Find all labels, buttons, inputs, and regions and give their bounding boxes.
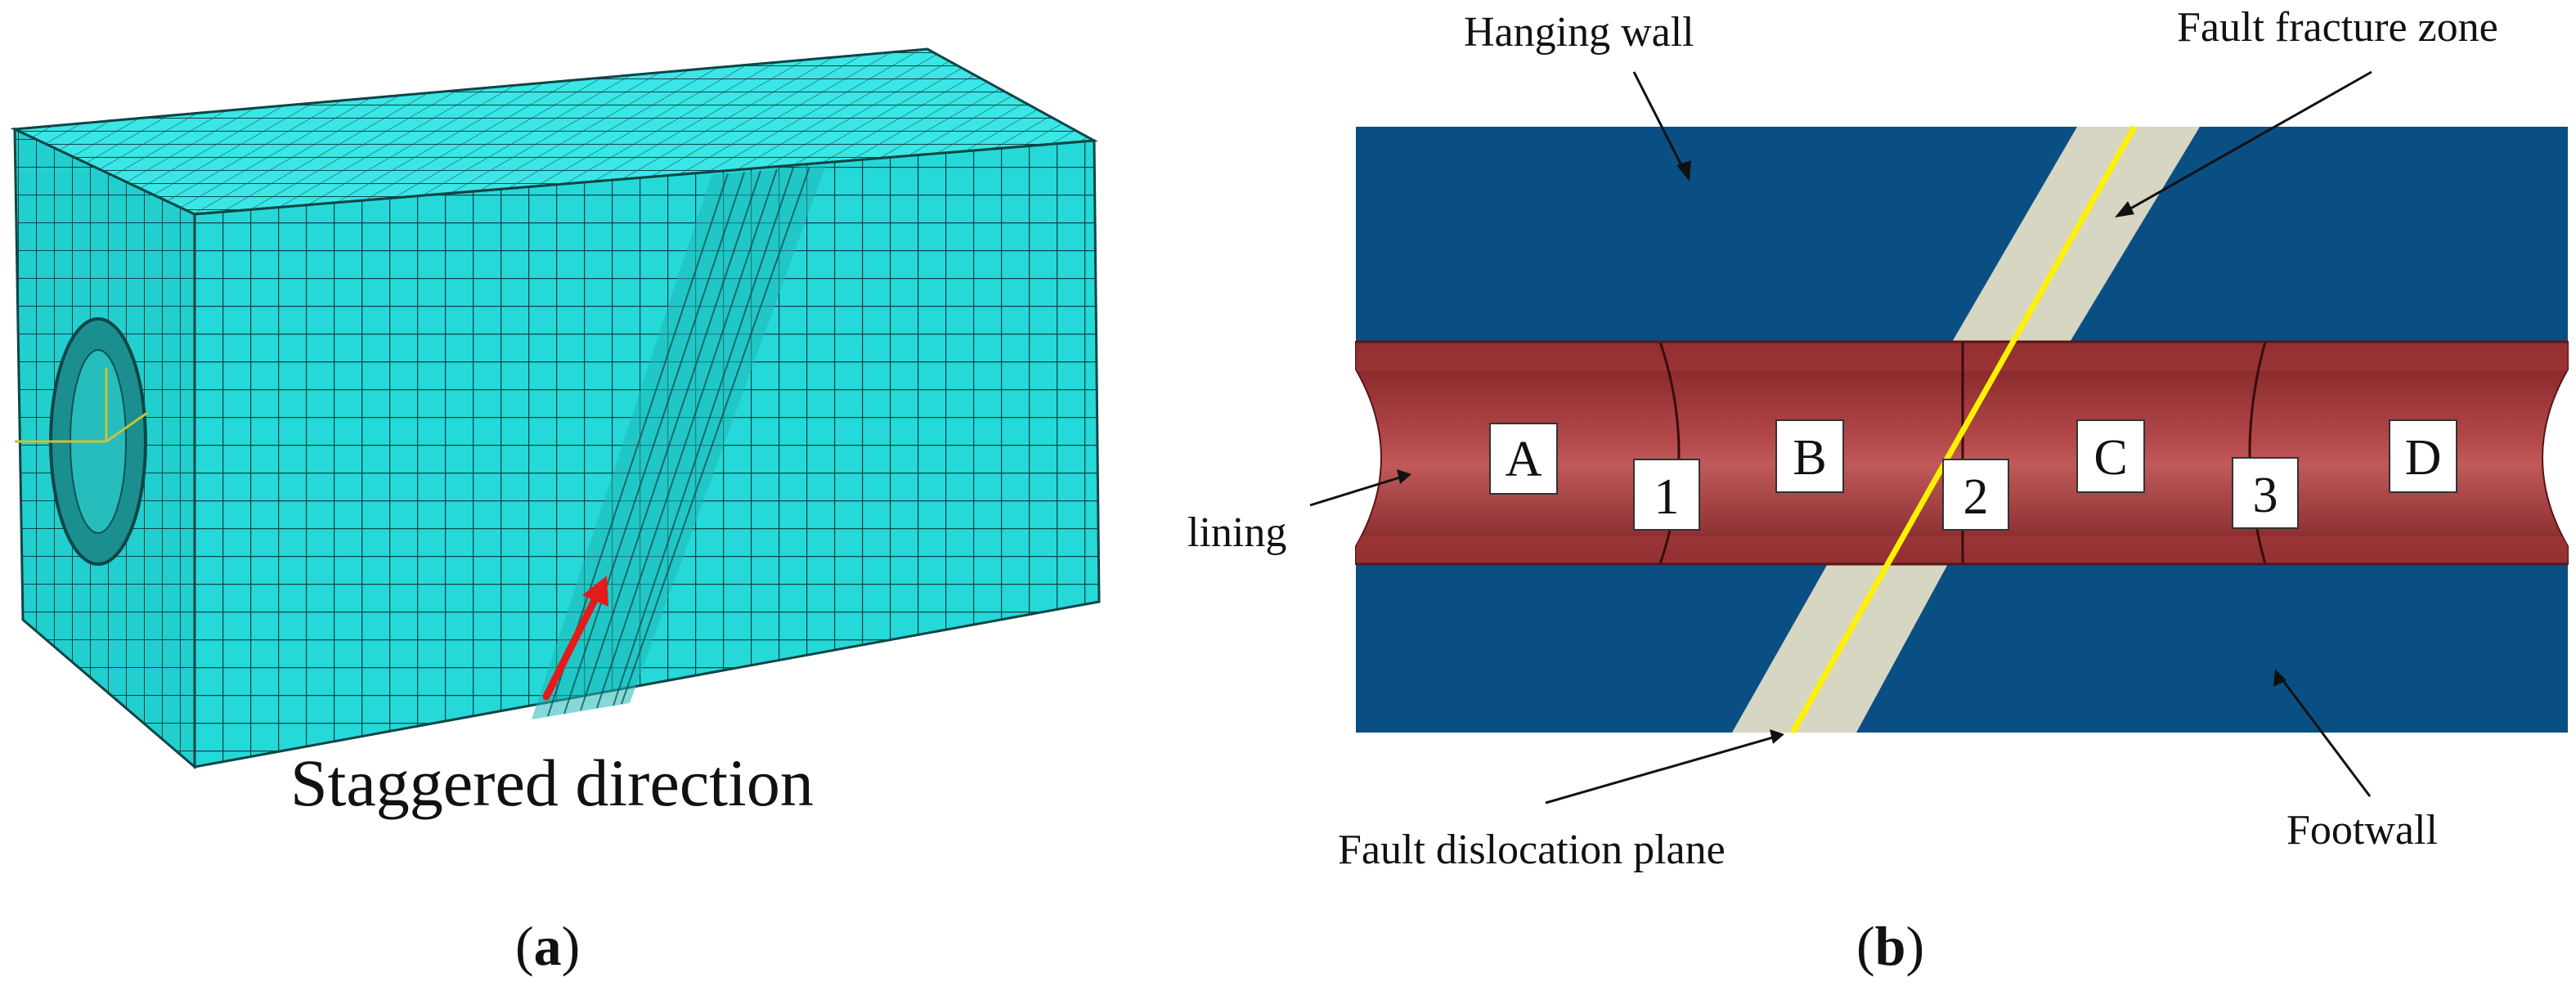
leader-hanging-wall: [1632, 71, 1691, 182]
segment-box-d: D: [2389, 419, 2457, 493]
joint-box-1: 1: [1633, 459, 1700, 531]
label-lining: lining: [1187, 509, 1286, 556]
leader-footwall: [2273, 669, 2372, 797]
joint-line-1: [1658, 341, 1681, 565]
label-hanging-wall: Hanging wall: [1464, 9, 1694, 56]
axis-triad-icon: [15, 368, 148, 443]
segment-box-b: B: [1775, 419, 1844, 493]
svg-text:1: 1: [1654, 469, 1680, 525]
leader-fault-dislocation-plane: [1545, 729, 1784, 804]
label-fault-fracture-zone: Fault fracture zone: [2177, 4, 2498, 51]
svg-text:C: C: [2094, 430, 2127, 486]
mesh-block: [10, 47, 1101, 770]
joint-box-3: 3: [2232, 457, 2299, 529]
panel-b: A B C D 1 2 3: [1187, 4, 2569, 977]
fault-band-lines: [547, 166, 810, 717]
leader-fault-fracture-zone: [2115, 70, 2372, 217]
fault-dislocation-plane-line: [1789, 125, 2138, 734]
caption-a: (a): [515, 915, 580, 977]
svg-text:2: 2: [1963, 469, 1989, 525]
staggered-direction-arrow: [542, 576, 608, 701]
hanging-wall-block: [1356, 127, 2568, 343]
svg-text:D: D: [2405, 430, 2442, 486]
leader-lining: [1309, 469, 1411, 507]
label-fault-dislocation-plane: Fault dislocation plane: [1338, 827, 1726, 873]
segment-box-c: C: [2076, 419, 2145, 493]
label-staggered-direction: Staggered direction: [290, 746, 814, 820]
segment-box-a: A: [1489, 423, 1558, 495]
joint-box-2: 2: [1942, 459, 2009, 531]
joint-line-3: [2248, 341, 2267, 565]
label-footwall: Footwall: [2287, 807, 2438, 854]
svg-text:B: B: [1793, 430, 1826, 486]
caption-b: (b): [1856, 915, 1924, 977]
footwall-block: [1356, 561, 2568, 733]
panel-a: Staggered direction (a): [10, 47, 1101, 977]
svg-text:A: A: [1506, 432, 1542, 487]
svg-text:3: 3: [2253, 468, 2278, 523]
